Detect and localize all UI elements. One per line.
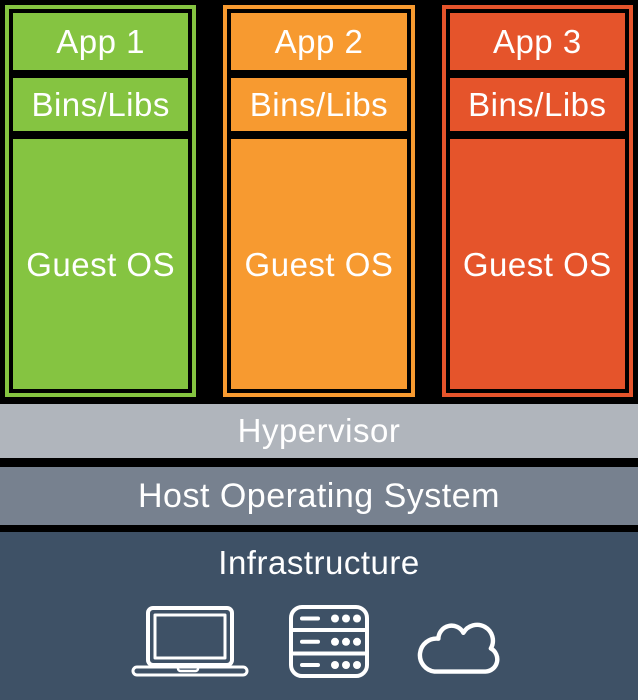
vm-columns: App 1 Bins/Libs Guest OS App 2 Bins/Libs… [5, 5, 633, 397]
guest-os-box: Guest OS [13, 139, 189, 389]
bins-libs-box: Bins/Libs [449, 78, 625, 131]
bins-libs-box: Bins/Libs [13, 78, 189, 131]
cloud-icon [417, 622, 500, 675]
app-box: App 1 [13, 13, 189, 70]
host-os-label: Host Operating System [138, 476, 500, 515]
infrastructure-icons [131, 605, 507, 679]
guest-os-box: Guest OS [449, 139, 625, 389]
laptop-icon [131, 606, 249, 677]
host-os-layer: Host Operating System [0, 467, 638, 525]
server-icon [289, 605, 369, 679]
app-box: App 3 [449, 13, 625, 70]
app-box: App 2 [231, 13, 407, 70]
infrastructure-label: Infrastructure [218, 544, 420, 581]
vm-column-3: App 3 Bins/Libs Guest OS [441, 5, 633, 397]
vm-column-1: App 1 Bins/Libs Guest OS [5, 5, 197, 397]
bins-libs-box: Bins/Libs [231, 78, 407, 131]
guest-os-box: Guest OS [231, 139, 407, 389]
infrastructure-layer: Infrastructure [0, 532, 638, 700]
hypervisor-layer: Hypervisor [0, 404, 638, 458]
vm-column-2: App 2 Bins/Libs Guest OS [223, 5, 415, 397]
hypervisor-label: Hypervisor [237, 412, 401, 449]
